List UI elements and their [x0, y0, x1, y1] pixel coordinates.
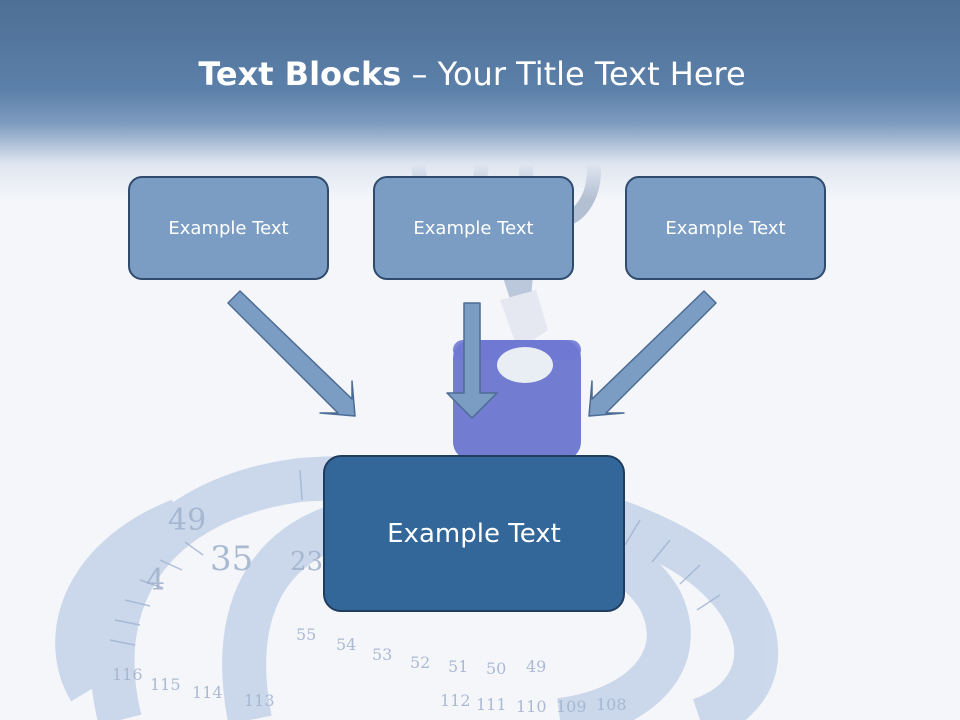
tape-number: 53 — [372, 645, 392, 664]
tape-number: 110 — [516, 697, 547, 716]
text-block-label: Example Text — [413, 217, 534, 239]
tape-number: 112 — [440, 691, 471, 710]
text-block-label: Example Text — [665, 217, 786, 239]
tape-number: 35 — [210, 539, 253, 579]
tape-number: 55 — [296, 625, 316, 644]
arrow-center-down — [446, 302, 498, 419]
text-block-label: Example Text — [387, 518, 561, 549]
tape-number: 113 — [244, 691, 275, 710]
text-block-label: Example Text — [168, 217, 289, 239]
text-block-center[interactable]: Example Text — [323, 455, 625, 612]
tape-number: 111 — [476, 695, 507, 714]
tape-number: 116 — [112, 665, 143, 684]
tape-number: 23 — [290, 547, 323, 577]
tape-number: 115 — [150, 675, 181, 694]
tape-number: 54 — [336, 635, 356, 654]
title-bold: Text Blocks — [198, 55, 402, 93]
tape-number: 4 — [146, 563, 165, 598]
tape-number: 108 — [596, 695, 627, 714]
arrow-left-diagonal — [227, 290, 356, 417]
text-block-top-center[interactable]: Example Text — [373, 176, 574, 280]
text-block-top-right[interactable]: Example Text — [625, 176, 826, 280]
header-band — [0, 0, 960, 200]
tape-number: 51 — [448, 657, 468, 676]
tape-number: 109 — [556, 697, 587, 716]
title-dash: – — [401, 55, 438, 93]
tape-number: 50 — [486, 659, 506, 678]
tape-number: 49 — [168, 503, 206, 538]
title-rest: Your Title Text Here — [437, 55, 746, 93]
text-block-top-left[interactable]: Example Text — [128, 176, 329, 280]
tape-number: 52 — [410, 653, 430, 672]
tape-number: 114 — [192, 683, 223, 702]
arrow-right-diagonal — [588, 290, 717, 417]
slide-title: Text Blocks – Your Title Text Here — [0, 52, 944, 96]
measuring-tape-numbers: 49 35 4 23 55 54 53 52 51 50 49 116 115 … — [112, 503, 627, 716]
thread-spool-icon — [453, 340, 581, 460]
tape-number: 49 — [526, 657, 546, 676]
